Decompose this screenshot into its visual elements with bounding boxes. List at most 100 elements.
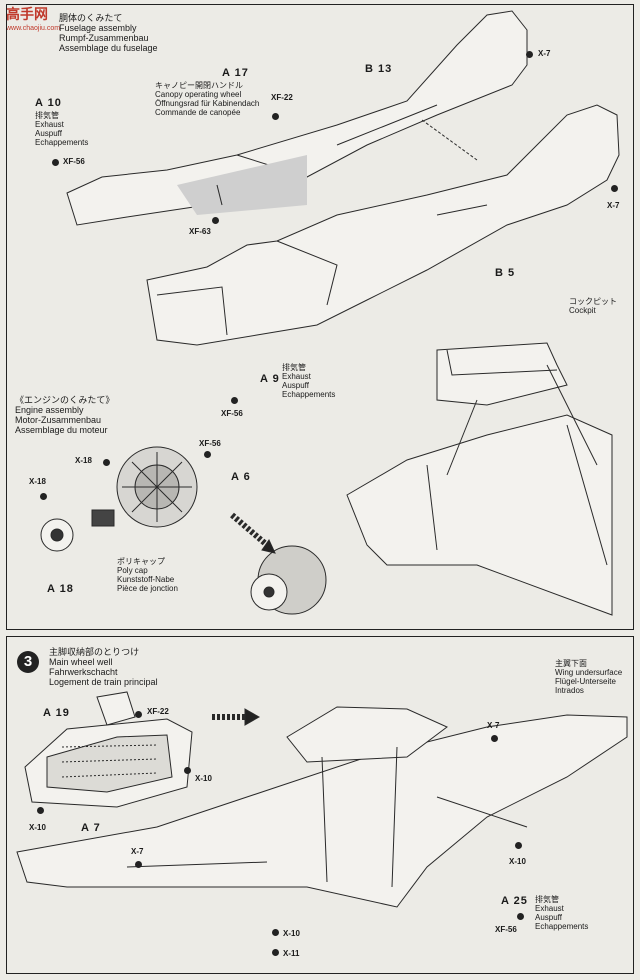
- watermark-logo-text: 高手网: [6, 6, 48, 22]
- paint-dot-x10-c: [515, 842, 522, 849]
- part-a25-fr: Echappements: [535, 922, 589, 931]
- paint-dot-x7-wing: [491, 735, 498, 742]
- fuselage-title-ja: 胴体のくみたて: [59, 13, 123, 23]
- part-a25-ja: 排気管: [535, 895, 559, 904]
- cockpit-en: Cockpit: [569, 306, 596, 315]
- part-a6-id: A 6: [231, 471, 251, 483]
- part-a25-de: Auspuff: [535, 913, 562, 922]
- engine-title-ja: 《エンジンのくみたて》: [15, 395, 115, 405]
- step3-title-fr: Logement de train principal: [49, 677, 158, 687]
- part-b13-id: B 13: [365, 63, 393, 75]
- step-number-badge: 3: [17, 651, 39, 673]
- step-3-panel: 3 主脚収納部のとりつけ Main wheel well Fahrwerksch…: [6, 636, 634, 974]
- paint-xf22: XF-22: [271, 93, 293, 102]
- paint-x7-wing: X-7: [487, 721, 500, 730]
- part-a7-id: A 7: [81, 822, 101, 834]
- engine-title-de: Motor-Zusammenbau: [15, 415, 102, 425]
- cockpit-ja: コックピット: [569, 297, 617, 306]
- part-a25-en: Exhaust: [535, 904, 564, 913]
- paint-dot-x7-top: [526, 51, 533, 58]
- polycap-ja: ポリキャップ: [117, 557, 165, 566]
- part-a9-ja: 排気管: [282, 363, 306, 372]
- cockpit-labels: コックピット Cockpit: [569, 297, 617, 315]
- part-a10-ja: 排気管: [35, 111, 59, 120]
- part-a10-fr: Echappements: [35, 138, 89, 147]
- paint-xf56-a9: XF-56: [221, 409, 243, 418]
- paint-dot-xf56-engine: [204, 451, 211, 458]
- part-b5-id: B 5: [495, 267, 516, 279]
- step3-title-ja: 主脚収納部のとりつけ: [49, 647, 140, 657]
- watermark-url: www.chaojiu.com: [6, 25, 61, 32]
- part-a17-fr: Commande de canopée: [155, 108, 241, 117]
- part-a17-labels: キャノピー開閉ハンドル Canopy operating wheel Öffnu…: [155, 81, 259, 117]
- polycap-fr: Pièce de jonction: [117, 584, 178, 593]
- paint-x10-b: X-10: [29, 823, 46, 832]
- part-a9-de: Auspuff: [282, 381, 309, 390]
- paint-dot-xf56: [517, 913, 524, 920]
- wing-undersurface-en: Wing undersurface: [555, 668, 623, 677]
- part-a25-id: A 25: [501, 895, 528, 907]
- wing-undersurface-ja: 主翼下面: [555, 659, 587, 668]
- fuselage-title-fr: Assemblage du fuselage: [59, 43, 158, 53]
- part-a10-de: Auspuff: [35, 129, 62, 138]
- part-a17-de: Öffnungsrad für Kabinendach: [155, 99, 260, 108]
- part-a19-id: A 19: [43, 707, 70, 719]
- paint-dot-x11: [272, 949, 279, 956]
- engine-title: 《エンジンのくみたて》 Engine assembly Motor-Zusamm…: [15, 395, 114, 435]
- paint-xf22: XF-22: [147, 707, 169, 716]
- paint-xf56: XF-56: [495, 925, 517, 934]
- paint-dot-xf56-a9: [231, 397, 238, 404]
- paint-dot-xf63: [212, 217, 219, 224]
- fuselage-title: 胴体のくみたて Fuselage assembly Rumpf-Zusammen…: [59, 13, 158, 53]
- paint-dot-x18-b: [40, 493, 47, 500]
- wing-undersurface-labels: 主翼下面 Wing undersurface Flügel-Unterseite…: [555, 659, 622, 695]
- engine-title-fr: Assemblage du moteur: [15, 425, 108, 435]
- wheel-well-illustration: [16, 691, 628, 908]
- paint-dot-x7-left: [135, 861, 142, 868]
- paint-xf56-engine: XF-56: [199, 439, 221, 448]
- wing-undersurface-de: Flügel-Unterseite: [555, 677, 616, 686]
- paint-x18-b: X-18: [29, 477, 46, 486]
- paint-xf63: XF-63: [189, 227, 211, 236]
- part-a17-ja: キャノピー開閉ハンドル: [155, 81, 243, 90]
- paint-x10-a: X-10: [195, 774, 212, 783]
- fuselage-engine-illustration: [40, 10, 620, 616]
- paint-dot-xf22: [135, 711, 142, 718]
- paint-x11: X-11: [283, 949, 300, 958]
- paint-x10-d: X-10: [283, 929, 300, 938]
- polycap-de: Kunststoff-Nabe: [117, 575, 175, 584]
- paint-dot-xf22: [272, 113, 279, 120]
- fuselage-title-de: Rumpf-Zusammenbau: [59, 33, 149, 43]
- paint-dot-x10-b: [37, 807, 44, 814]
- part-a18-id: A 18: [47, 583, 74, 595]
- fuselage-title-en: Fuselage assembly: [59, 23, 137, 33]
- part-a9-labels: 排気管 Exhaust Auspuff Echappements: [282, 363, 335, 399]
- polycap-labels: ポリキャップ Poly cap Kunststoff-Nabe Pièce de…: [117, 557, 178, 593]
- step3-title-de: Fahrwerkschacht: [49, 667, 118, 677]
- paint-x7-left: X-7: [131, 847, 144, 856]
- step3-title: 主脚収納部のとりつけ Main wheel well Fahrwerkschac…: [49, 647, 158, 687]
- watermark-logo: 高手网: [6, 4, 48, 24]
- part-a17-en: Canopy operating wheel: [155, 90, 242, 99]
- step-2-panel: 胴体のくみたて Fuselage assembly Rumpf-Zusammen…: [6, 4, 634, 630]
- engine-title-en: Engine assembly: [15, 405, 84, 415]
- paint-x18-a: X-18: [75, 456, 92, 465]
- part-a10-id: A 10: [35, 97, 62, 109]
- paint-x7-top: X-7: [538, 49, 551, 58]
- part-a17-id: A 17: [222, 67, 249, 79]
- paint-x10-c: X-10: [509, 857, 526, 866]
- wing-undersurface-fr: Intrados: [555, 686, 584, 695]
- part-a9-fr: Echappements: [282, 390, 336, 399]
- paint-x7-tail: X-7: [607, 201, 620, 210]
- polycap-en: Poly cap: [117, 566, 148, 575]
- paint-dot-xf56-a10: [52, 159, 59, 166]
- part-a10-labels: 排気管 Exhaust Auspuff Echappements: [35, 111, 88, 147]
- paint-dot-x7-tail: [611, 185, 618, 192]
- part-a10-en: Exhaust: [35, 120, 64, 129]
- paint-xf56-a10: XF-56: [63, 157, 85, 166]
- part-a9-en: Exhaust: [282, 372, 311, 381]
- part-a25-labels: 排気管 Exhaust Auspuff Echappements: [535, 895, 588, 931]
- paint-dot-x18-a: [103, 459, 110, 466]
- part-a9-id: A 9: [260, 373, 280, 385]
- paint-dot-x10-d: [272, 929, 279, 936]
